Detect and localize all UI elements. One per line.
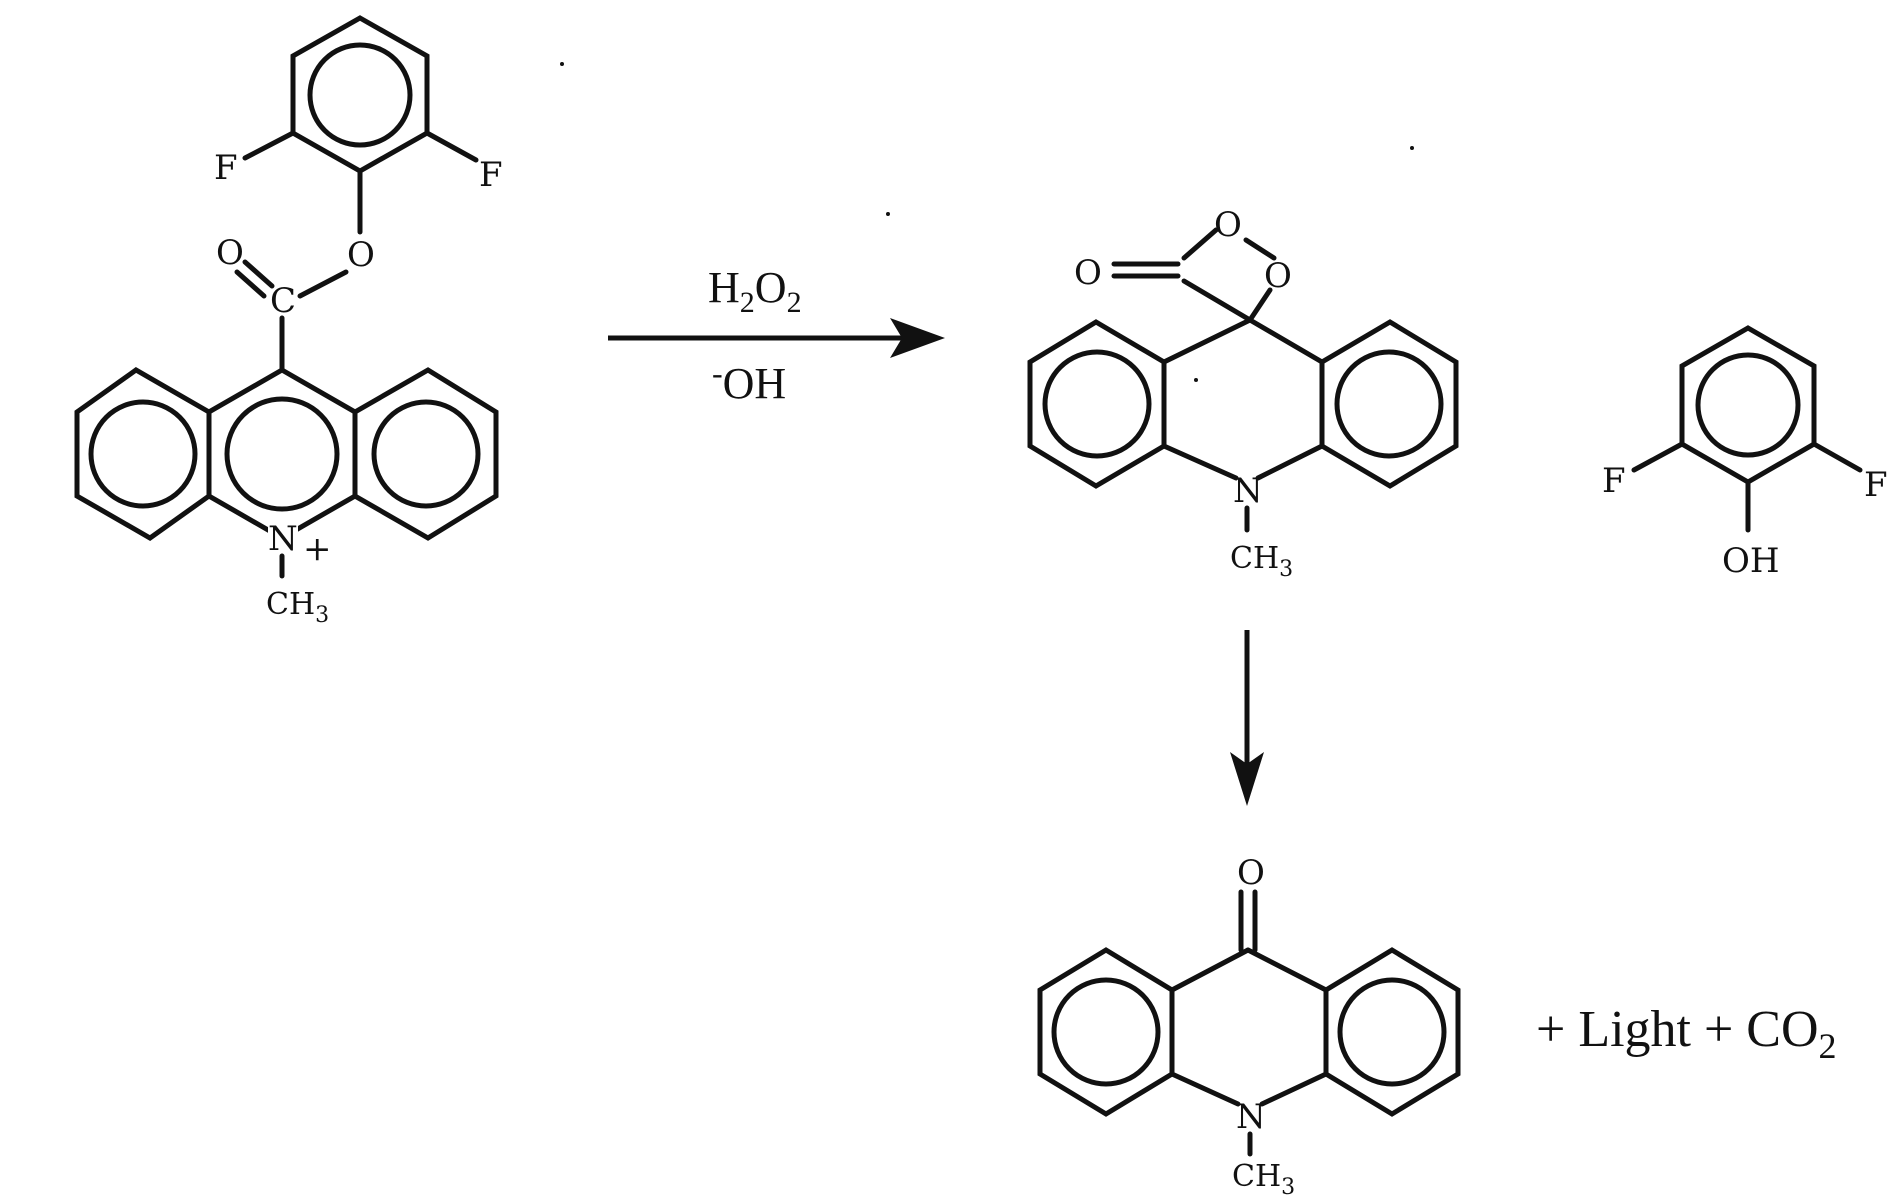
- acridan-right-ring: [1322, 322, 1456, 486]
- positive-charge-label: +: [303, 529, 332, 569]
- fluorine-right-label: F: [1864, 465, 1888, 505]
- bond-o-o: [1246, 240, 1274, 258]
- acridone-right-ring: [1326, 950, 1458, 1114]
- difluorophenol-molecule: F F OH: [1602, 328, 1888, 581]
- aromatic-circle: [1045, 352, 1149, 456]
- bond-ring-f-right: [1814, 444, 1860, 470]
- bond-ring-f-left: [1634, 444, 1682, 470]
- nitrogen-label: N: [1236, 1097, 1266, 1137]
- methyl-label: CH3: [1230, 541, 1293, 582]
- aromatic-circle: [1698, 355, 1798, 455]
- hydrogen-peroxide-label: H2O2: [708, 263, 802, 319]
- reaction-arrow-1: H2O2 -OH: [608, 263, 945, 408]
- methyl-label: CH3: [266, 587, 329, 628]
- products-light-co2-label: + Light + CO2: [1536, 1001, 1837, 1066]
- bond-ring-f-left: [245, 133, 293, 158]
- carbonyl-oxygen-label: O: [1074, 253, 1102, 293]
- fluorine-right-label: F: [479, 155, 503, 195]
- scan-speck: [1194, 378, 1198, 382]
- nitrogen-label: N: [1233, 471, 1263, 511]
- reaction-arrow-2: [1230, 630, 1264, 806]
- bond-left-n: [1172, 1074, 1238, 1104]
- bond-c9-left: [1172, 950, 1248, 990]
- peroxide-oxygen-label: O: [1264, 256, 1292, 296]
- bond-ring-f-right: [427, 133, 476, 160]
- aromatic-circle: [1340, 980, 1444, 1084]
- acridine-left-ring: [77, 370, 209, 538]
- fluorine-left-label: F: [1602, 461, 1626, 501]
- aromatic-circle: [227, 399, 337, 509]
- bond-o-c: [300, 272, 346, 296]
- ester-oxygen-label: O: [347, 235, 375, 275]
- peroxide-oxygen-label: O: [1214, 205, 1242, 245]
- bond-o-cc: [1184, 230, 1216, 258]
- scan-speck: [1410, 146, 1414, 150]
- aromatic-circle: [1054, 980, 1158, 1084]
- aromatic-circle: [310, 45, 410, 145]
- acridone-left-ring: [1040, 950, 1172, 1114]
- acridan-left-ring: [1030, 322, 1164, 486]
- acridinium-ester-molecule: F F O C O N + CH3: [77, 18, 503, 628]
- scan-speck: [886, 212, 890, 216]
- aromatic-circle: [91, 402, 195, 506]
- acridine-central-ring: [209, 370, 355, 538]
- dioxetanone-intermediate: O O O N CH3: [1030, 205, 1456, 582]
- hydroxyl-label: OH: [1722, 541, 1780, 581]
- ketone-oxygen-label: O: [1237, 853, 1265, 893]
- carbonyl-oxygen-label: O: [216, 233, 244, 273]
- bond-c9-right: [1248, 950, 1326, 990]
- phenol-ring: [1682, 328, 1814, 482]
- methyl-label: CH3: [1232, 1159, 1295, 1197]
- fluorine-left-label: F: [214, 148, 238, 188]
- hydroxide-label: -OH: [712, 355, 786, 408]
- nitrogen-label: N: [268, 519, 298, 559]
- bond-c9-right: [1250, 320, 1322, 362]
- n-methylacridone-molecule: O N CH3: [1040, 853, 1458, 1197]
- aromatic-circle: [374, 402, 478, 506]
- difluorophenyl-ring: [293, 18, 427, 171]
- bond-c9-left: [1164, 320, 1250, 362]
- bond-right-n: [1258, 446, 1322, 478]
- bond-left-n: [1164, 446, 1236, 478]
- scan-speck: [560, 62, 564, 66]
- bond-right-n: [1262, 1074, 1326, 1104]
- aromatic-circle: [1337, 352, 1441, 456]
- bond-c9-cc: [1184, 281, 1250, 320]
